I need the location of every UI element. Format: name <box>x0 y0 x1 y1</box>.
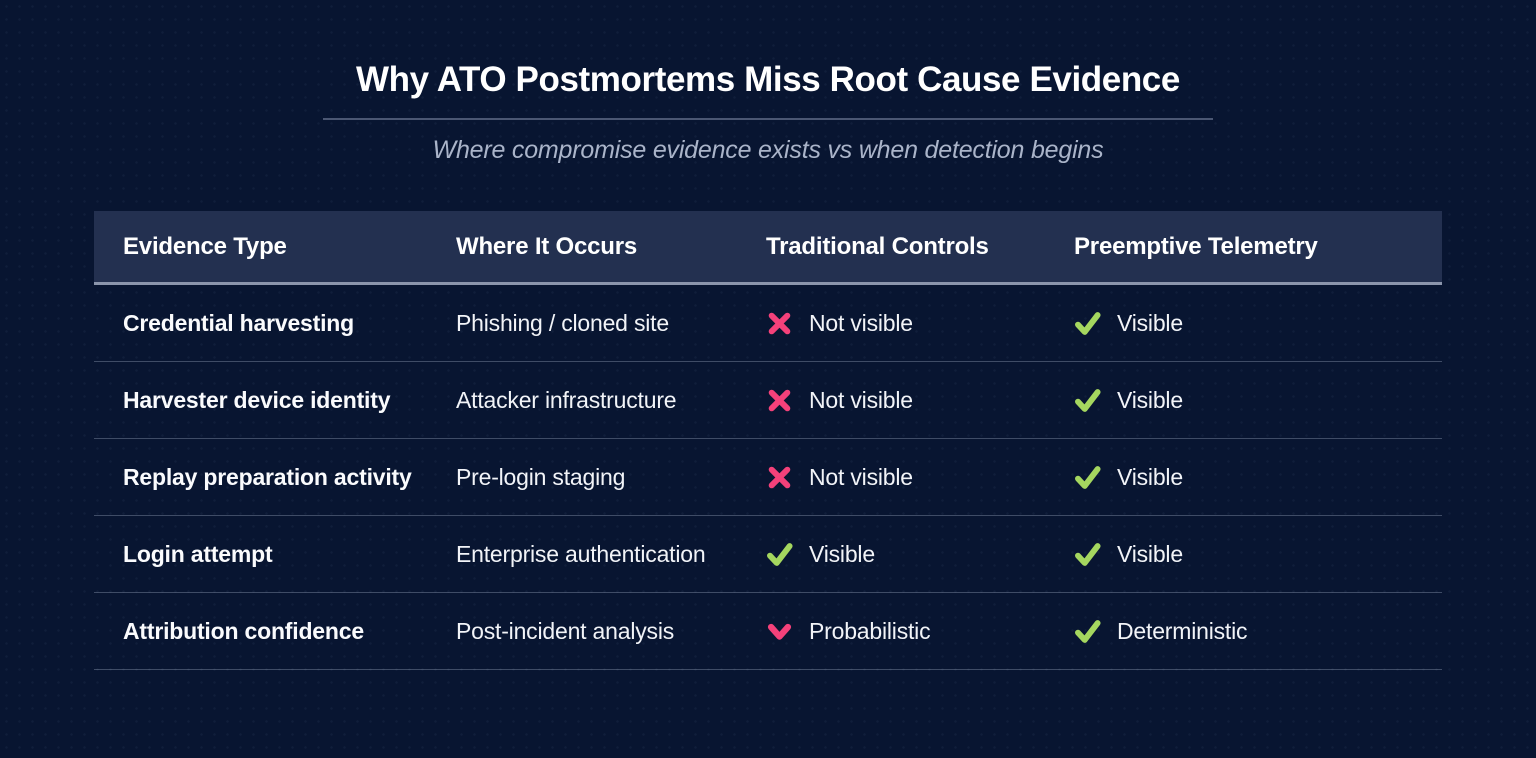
column-header-evidence-type: Evidence Type <box>123 232 287 260</box>
column-header-where-it-occurs: Where It Occurs <box>456 232 638 260</box>
preemptive-telemetry-cell: Visible <box>1045 464 1442 491</box>
evidence-type-cell: Attribution confidence <box>123 617 364 644</box>
status-positive: Visible <box>1074 541 1183 568</box>
table-row: Replay preparation activity Pre-login st… <box>94 439 1442 516</box>
table-header-row: Evidence Type Where It Occurs Traditiona… <box>94 211 1442 285</box>
table-row: Harvester device identity Attacker infra… <box>94 362 1442 439</box>
status-positive: Visible <box>1074 464 1183 491</box>
status-label: Not visible <box>809 386 913 413</box>
evidence-type-cell: Replay preparation activity <box>123 463 412 490</box>
evidence-comparison-table: Evidence Type Where It Occurs Traditiona… <box>94 211 1442 670</box>
checkmark-icon <box>766 541 793 568</box>
status-label: Visible <box>1117 463 1183 490</box>
table-row: Attribution confidence Post-incident ana… <box>94 593 1442 670</box>
status-label: Visible <box>1117 309 1183 336</box>
status-positive: Visible <box>766 541 875 568</box>
traditional-controls-cell: Not visible <box>737 310 1045 337</box>
header-block: Why ATO Postmortems Miss Root Cause Evid… <box>0 0 1536 165</box>
status-negative: Probabilistic <box>766 617 931 645</box>
status-negative: Not visible <box>766 464 913 491</box>
title-divider <box>323 118 1213 120</box>
status-negative: Not visible <box>766 387 913 414</box>
status-positive: Visible <box>1074 387 1183 414</box>
status-label: Visible <box>1117 540 1183 567</box>
evidence-type-cell: Harvester device identity <box>123 386 391 413</box>
traditional-controls-cell: Probabilistic <box>737 618 1045 645</box>
status-label: Not visible <box>809 309 913 336</box>
page-subtitle: Where compromise evidence exists vs when… <box>432 136 1104 164</box>
evidence-type-cell: Credential harvesting <box>123 309 354 336</box>
status-label: Not visible <box>809 463 913 490</box>
status-label: Deterministic <box>1117 617 1248 644</box>
preemptive-telemetry-cell: Visible <box>1045 541 1442 568</box>
status-negative: Not visible <box>766 310 913 337</box>
status-positive: Visible <box>1074 310 1183 337</box>
table-row: Credential harvesting Phishing / cloned … <box>94 285 1442 362</box>
preemptive-telemetry-cell: Deterministic <box>1045 618 1442 645</box>
traditional-controls-cell: Not visible <box>737 464 1045 491</box>
checkmark-icon <box>1074 541 1101 568</box>
where-it-occurs-cell: Pre-login staging <box>456 463 626 490</box>
preemptive-telemetry-cell: Visible <box>1045 310 1442 337</box>
where-it-occurs-cell: Phishing / cloned site <box>456 309 669 336</box>
column-header-preemptive-telemetry: Preemptive Telemetry <box>1074 232 1318 260</box>
x-icon <box>766 464 793 491</box>
evidence-type-cell: Login attempt <box>123 540 273 567</box>
traditional-controls-cell: Not visible <box>737 387 1045 414</box>
checkmark-icon <box>1074 387 1101 414</box>
x-icon <box>766 310 793 337</box>
checkmark-icon <box>1074 464 1101 491</box>
table-row: Login attempt Enterprise authentication … <box>94 516 1442 593</box>
status-label: Probabilistic <box>809 617 931 644</box>
where-it-occurs-cell: Attacker infrastructure <box>456 386 677 413</box>
status-label: Visible <box>809 540 875 567</box>
where-it-occurs-cell: Post-incident analysis <box>456 617 675 644</box>
preemptive-telemetry-cell: Visible <box>1045 387 1442 414</box>
column-header-traditional-controls: Traditional Controls <box>766 232 989 260</box>
traditional-controls-cell: Visible <box>737 541 1045 568</box>
chevron-down-icon <box>766 618 793 645</box>
x-icon <box>766 387 793 414</box>
checkmark-icon <box>1074 618 1101 645</box>
where-it-occurs-cell: Enterprise authentication <box>456 540 706 567</box>
checkmark-icon <box>1074 310 1101 337</box>
status-label: Visible <box>1117 386 1183 413</box>
status-positive: Deterministic <box>1074 617 1248 645</box>
page-title: Why ATO Postmortems Miss Root Cause Evid… <box>356 60 1180 99</box>
